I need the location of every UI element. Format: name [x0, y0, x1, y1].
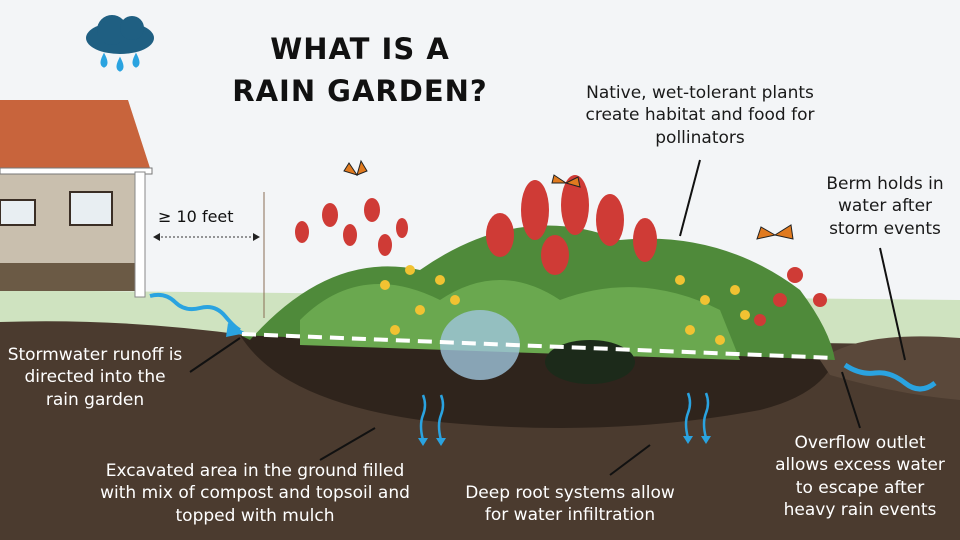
callout-runoff: Stormwater runoff is directed into the r…	[0, 344, 190, 411]
callout-line: Native, wet-tolerant plants	[586, 83, 814, 103]
distance-label: ≥ 10 feet	[158, 207, 234, 226]
callout-line: Excavated area in the ground filled	[105, 461, 405, 481]
callout-line: Deep root systems allow	[465, 483, 675, 503]
callout-line: Overflow outlet	[794, 433, 926, 453]
callout-excavated: Excavated area in the ground filled with…	[75, 460, 435, 527]
title-line: RAIN GARDEN?	[232, 74, 488, 109]
callout-line: for water infiltration	[484, 505, 656, 526]
callout-line: allows excess water	[775, 455, 945, 476]
callout-line: topped with mulch	[175, 505, 335, 526]
plants	[240, 175, 835, 384]
callout-line: water after	[837, 196, 933, 217]
overflow-water	[843, 362, 937, 392]
callout-line: pollinators	[655, 127, 745, 148]
infiltration-arrows	[419, 392, 710, 441]
callout-line: create habitat and food for	[585, 105, 815, 126]
runoff-flow	[149, 292, 241, 332]
callout-line: rain garden	[45, 389, 145, 410]
callout-plants: Native, wet-tolerant plants create habit…	[560, 82, 840, 149]
callout-berm: Berm holds in water after storm events	[810, 173, 960, 240]
house	[0, 100, 153, 298]
callout-line: heavy rain events	[783, 500, 937, 521]
callout-roots: Deep root systems allow for water infilt…	[440, 482, 700, 527]
downspout	[134, 171, 146, 298]
callout-line: Stormwater runoff is	[7, 345, 183, 365]
butterfly-icon	[756, 224, 794, 240]
distance-arrow	[153, 192, 265, 318]
butterfly-icon	[551, 174, 581, 188]
callout-line: storm events	[829, 218, 941, 239]
butterfly-icon	[343, 159, 368, 176]
ponding-water-line	[241, 332, 836, 360]
rain-cloud-icon	[86, 15, 154, 72]
callout-line: Berm holds in	[826, 174, 944, 194]
callout-line: directed into the	[24, 367, 166, 388]
callout-line: with mix of compost and topsoil and	[100, 483, 410, 504]
callout-overflow: Overflow outlet allows excess water to e…	[770, 432, 950, 522]
callout-line: to escape after	[795, 477, 925, 498]
berm	[820, 336, 960, 400]
page-title: WHAT IS A RAIN GARDEN?	[230, 28, 490, 112]
roof	[0, 100, 150, 168]
excavated-area	[240, 335, 835, 428]
leader-lines	[189, 159, 906, 476]
title-line: WHAT IS A	[270, 32, 450, 66]
